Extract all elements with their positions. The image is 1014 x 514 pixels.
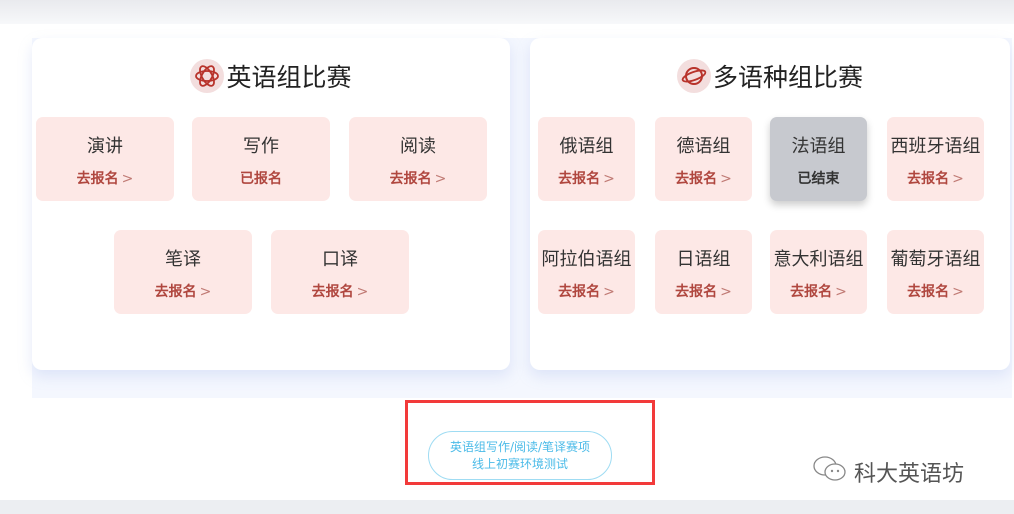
chevron-right-icon: > (603, 171, 615, 187)
status-label: 去报名 (154, 284, 197, 300)
status-label: 已报名 (240, 171, 282, 187)
multi-language-group-card: 多语种组比赛 俄语组去报名>德语组去报名>法语组已结束西班牙语组去报名>阿拉伯语… (530, 38, 1010, 370)
multi-language-group-title-text: 多语种组比赛 (712, 63, 863, 92)
tile-name: 德语组 (676, 136, 731, 157)
tile-name: 写作 (243, 136, 279, 157)
status-label: 去报名 (311, 284, 354, 300)
wechat-icon (812, 455, 848, 489)
chevron-right-icon: > (199, 284, 212, 300)
tile-english-3[interactable]: 笔译去报名> (114, 230, 252, 314)
tile-status: 去报名> (271, 281, 409, 301)
tile-english-0[interactable]: 演讲去报名> (36, 117, 174, 201)
chevron-right-icon: > (356, 284, 369, 300)
status-label: 去报名 (790, 284, 833, 300)
test-button-line2: 线上初赛环境测试 (471, 457, 568, 471)
chevron-right-icon: > (603, 284, 615, 300)
tile-status: 去报名> (887, 281, 984, 301)
status-label: 去报名 (907, 171, 950, 187)
tile-name: 意大利语组 (773, 249, 864, 270)
tile-status: 去报名> (538, 281, 635, 301)
status-label: 去报名 (389, 171, 432, 187)
tile-multi-0[interactable]: 俄语组去报名> (538, 117, 635, 201)
test-button-line1: 英语组写作/阅读/笔译赛项 (449, 440, 591, 454)
english-group-card: 英语组比赛 演讲去报名>写作已报名阅读去报名>笔译去报名>口译去报名> (32, 38, 510, 370)
tile-name: 法语组 (791, 136, 846, 157)
tile-name: 俄语组 (559, 136, 614, 157)
tile-status: 去报名> (36, 168, 174, 188)
watermark-text: 科大英语坊 (854, 462, 965, 487)
tile-status: 去报名> (349, 168, 487, 188)
tile-name: 阿拉伯语组 (541, 249, 632, 270)
chevron-right-icon: > (434, 171, 447, 187)
tile-multi-5[interactable]: 日语组去报名> (655, 230, 752, 314)
watermark: 科大英语坊 (812, 455, 964, 489)
tile-name: 笔译 (165, 249, 201, 270)
multi-language-group-title: 多语种组比赛 (530, 58, 1010, 94)
english-group-title: 英语组比赛 (32, 58, 510, 94)
chevron-right-icon: > (835, 284, 847, 300)
tile-name: 演讲 (87, 136, 123, 157)
planet-icon (676, 59, 711, 93)
chevron-right-icon: > (121, 171, 134, 187)
tile-english-2[interactable]: 阅读去报名> (349, 117, 487, 201)
tile-multi-7[interactable]: 葡萄牙语组去报名> (887, 230, 984, 314)
english-group-title-text: 英语组比赛 (226, 63, 352, 92)
tile-english-4[interactable]: 口译去报名> (271, 230, 409, 314)
bottom-bar (0, 500, 1014, 514)
chevron-right-icon: > (952, 171, 964, 187)
tile-multi-1[interactable]: 德语组去报名> (655, 117, 752, 201)
tile-multi-6[interactable]: 意大利语组去报名> (770, 230, 867, 314)
tile-status: 去报名> (887, 168, 984, 188)
tile-multi-2[interactable]: 法语组已结束 (770, 117, 867, 201)
tile-english-1[interactable]: 写作已报名 (192, 117, 330, 201)
chevron-right-icon: > (720, 171, 732, 187)
tile-status: 去报名> (538, 168, 635, 188)
tile-multi-4[interactable]: 阿拉伯语组去报名> (538, 230, 635, 314)
status-label: 去报名 (76, 171, 119, 187)
tile-status: 去报名> (655, 168, 752, 188)
tile-status: 已结束 (770, 168, 867, 188)
tile-name: 日语组 (676, 249, 731, 270)
highlight-box (405, 400, 655, 485)
tile-status: 去报名> (655, 281, 752, 301)
top-bar (0, 0, 1014, 24)
status-label: 已结束 (797, 171, 840, 187)
tile-status: 去报名> (770, 281, 867, 301)
status-label: 去报名 (558, 171, 601, 187)
status-label: 去报名 (558, 284, 601, 300)
atom-icon (190, 59, 225, 93)
status-label: 去报名 (675, 171, 718, 187)
environment-test-button[interactable]: 英语组写作/阅读/笔译赛项 线上初赛环境测试 (428, 431, 612, 480)
tile-status: 已报名 (192, 168, 330, 188)
tile-name: 葡萄牙语组 (890, 249, 981, 270)
tile-name: 西班牙语组 (890, 136, 981, 157)
tile-name: 口译 (322, 249, 358, 270)
chevron-right-icon: > (952, 284, 964, 300)
tile-multi-3[interactable]: 西班牙语组去报名> (887, 117, 984, 201)
status-label: 去报名 (907, 284, 950, 300)
tile-status: 去报名> (114, 281, 252, 301)
chevron-right-icon: > (720, 284, 732, 300)
status-label: 去报名 (675, 284, 718, 300)
tile-name: 阅读 (400, 136, 436, 157)
